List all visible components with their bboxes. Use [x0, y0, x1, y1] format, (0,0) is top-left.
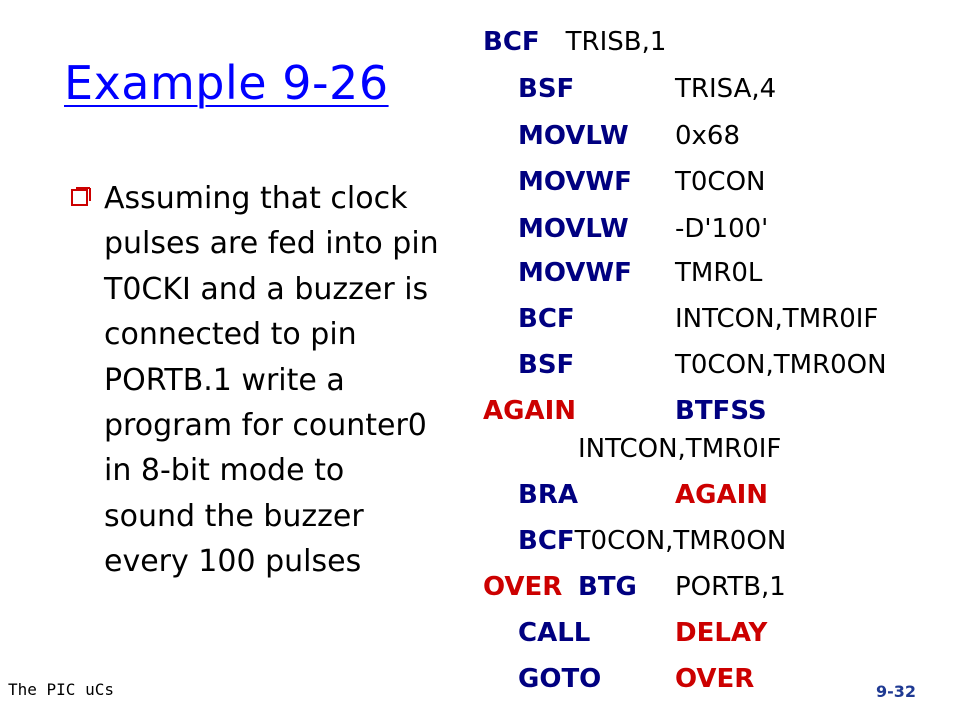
- bullet-text: Assuming that clock pulses are fed into …: [104, 181, 439, 580]
- code-operand: T0CON,TMR0ON: [675, 350, 887, 380]
- code-label: OVER: [483, 572, 563, 602]
- code-line-15: GOTO OVER: [518, 664, 754, 694]
- code-line-6: MOVWF TMR0L: [518, 258, 762, 288]
- code-opcode: MOVLW: [518, 121, 629, 151]
- code-line-14: CALL DELAY: [518, 618, 767, 648]
- slide-title: Example 9-26: [64, 56, 389, 110]
- code-opcode: BCF: [518, 304, 575, 334]
- code-opcode: MOVWF: [518, 258, 632, 288]
- code-operand: INTCON,TMR0IF: [578, 434, 782, 464]
- footer-course: The PIC uCs: [8, 680, 114, 699]
- code-opcode: BCF: [483, 27, 540, 57]
- code-opcode: BSF: [518, 350, 575, 380]
- code-line-7: BCF INTCON,TMR0IF: [518, 304, 878, 334]
- footer-page-number: 9-32: [876, 682, 917, 701]
- code-opcode: BCF: [518, 526, 575, 556]
- code-opcode: GOTO: [518, 664, 602, 694]
- code-operand: TRISB,1: [565, 27, 667, 57]
- code-opcode: BSF: [518, 74, 575, 104]
- code-operand: PORTB,1: [675, 572, 786, 602]
- code-opcode: BTFSS: [675, 396, 767, 426]
- code-line-12: BCFT0CON,TMR0ON: [518, 526, 786, 556]
- code-operand: TMR0L: [675, 258, 763, 288]
- code-operand: TRISA,4: [675, 74, 777, 104]
- code-operand: OVER: [675, 664, 755, 694]
- code-opcode: CALL: [518, 618, 591, 648]
- code-line-11: BRA AGAIN: [518, 480, 768, 510]
- code-opcode: MOVWF: [518, 167, 632, 197]
- code-line-8: BSF T0CON,TMR0ON: [518, 350, 887, 380]
- code-opcode: MOVLW: [518, 214, 629, 244]
- code-operand: AGAIN: [675, 480, 769, 510]
- code-line-10: INTCON,TMR0IF: [578, 434, 781, 464]
- code-operand: -D'100': [675, 214, 769, 244]
- code-line-5: MOVLW -D'100': [518, 214, 768, 244]
- code-operand: T0CON,TMR0ON: [574, 526, 787, 556]
- code-operand: 0x68: [675, 121, 741, 151]
- code-label: AGAIN: [483, 396, 577, 426]
- code-line-9: AGAIN BTFSS: [483, 396, 767, 426]
- code-line-2: BSF TRISA,4: [518, 74, 776, 104]
- code-line-1: BCF TRISB,1: [483, 27, 666, 57]
- code-operand: INTCON,TMR0IF: [675, 304, 879, 334]
- code-line-3: MOVLW 0x68: [518, 121, 740, 151]
- code-operand: T0CON: [675, 167, 766, 197]
- code-opcode: BTG: [578, 572, 637, 602]
- checkbox-bullet-icon: [71, 187, 91, 206]
- code-opcode: BRA: [518, 480, 578, 510]
- code-operand: DELAY: [675, 618, 768, 648]
- code-line-4: MOVWF T0CON: [518, 167, 766, 197]
- code-line-13: OVER BTG PORTB,1: [483, 572, 786, 602]
